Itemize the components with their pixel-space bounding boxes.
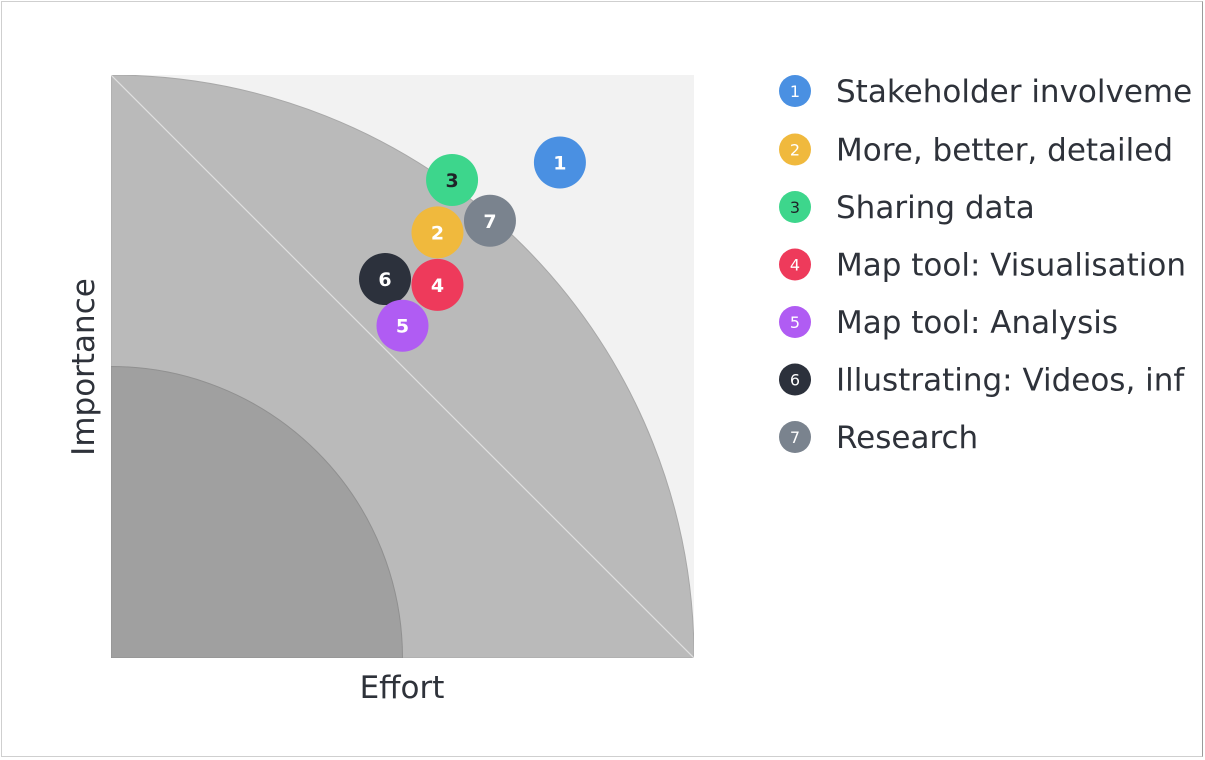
bubble-label-5: 5 (396, 316, 409, 338)
legend-number-7: 7 (790, 428, 800, 447)
legend-label-2: More, better, detailed (836, 133, 1173, 169)
plot-area (111, 75, 694, 658)
bubble-5 (376, 299, 429, 352)
bubble-7 (463, 194, 516, 247)
bubble-label-3: 3 (445, 170, 458, 192)
legend-number-3: 3 (790, 198, 800, 217)
legend-number-4: 4 (790, 256, 800, 275)
legend-item-5: 5 Map tool: Analysis (779, 305, 1118, 341)
legend-marker-6 (779, 363, 811, 396)
legend-label-4: Map tool: Visualisation (836, 248, 1186, 284)
legend-item-6: 6 Illustrating: Videos, inf (779, 363, 1185, 399)
legend-number-1: 1 (790, 82, 800, 101)
bubble-2 (411, 206, 464, 259)
legend-marker-2 (779, 133, 811, 166)
legend-item-7: 7 Research (779, 420, 978, 456)
legend-number-5: 5 (790, 313, 800, 332)
legend-label-3: Sharing data (836, 190, 1035, 226)
legend-number-2: 2 (790, 141, 800, 160)
legend-number-6: 6 (790, 371, 800, 390)
y-axis-label: Importance (66, 278, 102, 456)
legend-item-2: 2 More, better, detailed (779, 133, 1173, 169)
legend-item-4: 4 Map tool: Visualisation (779, 248, 1186, 284)
bubble-1 (533, 136, 586, 189)
bubble-6 (359, 253, 412, 306)
legend-item-3: 3 Sharing data (779, 190, 1035, 226)
bubble-label-2: 2 (431, 222, 444, 244)
zone-inner (111, 365, 404, 658)
diagonal-line (111, 75, 694, 658)
legend-marker-5 (779, 306, 811, 338)
legend-item-1: 1 Stakeholder involveme (779, 74, 1192, 110)
legend-label-6: Illustrating: Videos, inf (836, 363, 1185, 399)
legend-label-5: Map tool: Analysis (836, 305, 1118, 341)
bubble-label-6: 6 (378, 269, 391, 291)
x-axis-label: Effort (360, 670, 445, 706)
legend-marker-3 (779, 191, 811, 223)
legend-marker-7 (779, 421, 811, 453)
bubble-label-1: 1 (553, 152, 566, 174)
bubble-label-4: 4 (431, 275, 444, 297)
legend-marker-1 (779, 75, 811, 107)
legend: 1 Stakeholder involveme 2 More, better, det… (779, 74, 1192, 456)
bubble-label-7: 7 (483, 211, 496, 233)
legend-label-1: Stakeholder involveme (836, 74, 1192, 110)
bubble-3 (426, 153, 479, 206)
bubble-4 (411, 258, 464, 311)
legend-marker-4 (779, 248, 811, 281)
legend-label-7: Research (836, 420, 978, 456)
